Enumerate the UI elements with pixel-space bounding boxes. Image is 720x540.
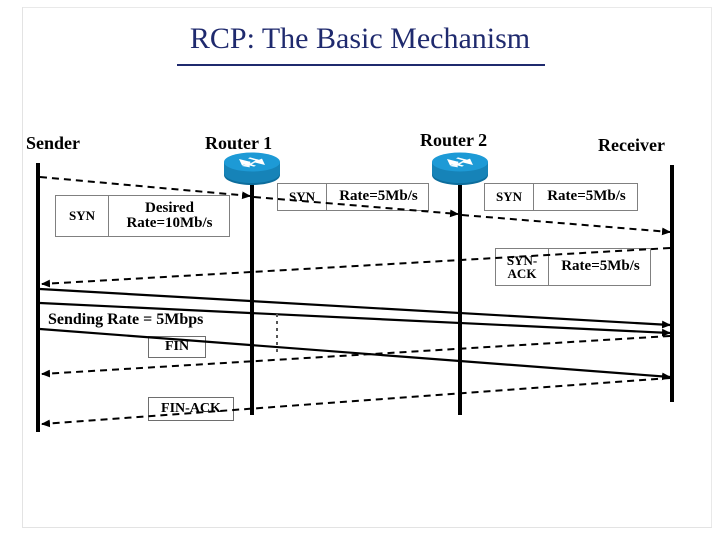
packet-syn-rate5-hop2-field-1: Rate=5Mb/s <box>533 184 639 210</box>
packet-syn-rate5-hop2-field-0: SYN <box>495 189 522 205</box>
actor-label-router1: Router 1 <box>205 133 273 153</box>
packet-syn-rate5-hop2: SYN Rate=5Mb/s <box>484 183 638 211</box>
actor-label-router2: Router 2 <box>420 130 488 150</box>
packet-syn-rate5-hop1: SYN Rate=5Mb/s <box>277 183 429 211</box>
label-box-fin: FIN <box>148 336 206 358</box>
packet-synack-rate5-field-1: Rate=5Mb/s <box>548 249 652 285</box>
lifeline-router1 <box>250 163 254 415</box>
router-icon <box>431 152 489 186</box>
lifeline-router2 <box>458 163 462 415</box>
packet-syn-desired-rate-field-0: SYN <box>68 208 95 224</box>
lifeline-receiver <box>670 165 674 402</box>
packet-syn-desired-rate: SYN Desired Rate=10Mb/s <box>55 195 230 237</box>
sending-rate-annotation: Sending Rate = 5Mbps <box>48 311 204 328</box>
page-title: RCP: The Basic Mechanism <box>189 22 531 55</box>
actor-label-sender: Sender <box>26 133 80 153</box>
packet-syn-rate5-hop1-field-0: SYN <box>288 189 315 205</box>
packet-synack-rate5-field-0: SYN-ACK <box>506 252 538 281</box>
page-title-underline <box>177 64 545 66</box>
slide-frame-left-edge <box>22 7 23 528</box>
actor-label-receiver: Receiver <box>598 135 665 155</box>
slide-frame-bottom-edge <box>22 527 712 528</box>
lifeline-sender <box>36 163 40 432</box>
packet-syn-rate5-hop1-field-1: Rate=5Mb/s <box>326 184 430 210</box>
router-icon <box>223 152 281 186</box>
label-box-fin-ack: FIN-ACK <box>148 397 234 421</box>
packet-syn-desired-rate-field-1: Desired Rate=10Mb/s <box>108 196 230 236</box>
packet-synack-rate5: SYN-ACK Rate=5Mb/s <box>495 248 651 286</box>
